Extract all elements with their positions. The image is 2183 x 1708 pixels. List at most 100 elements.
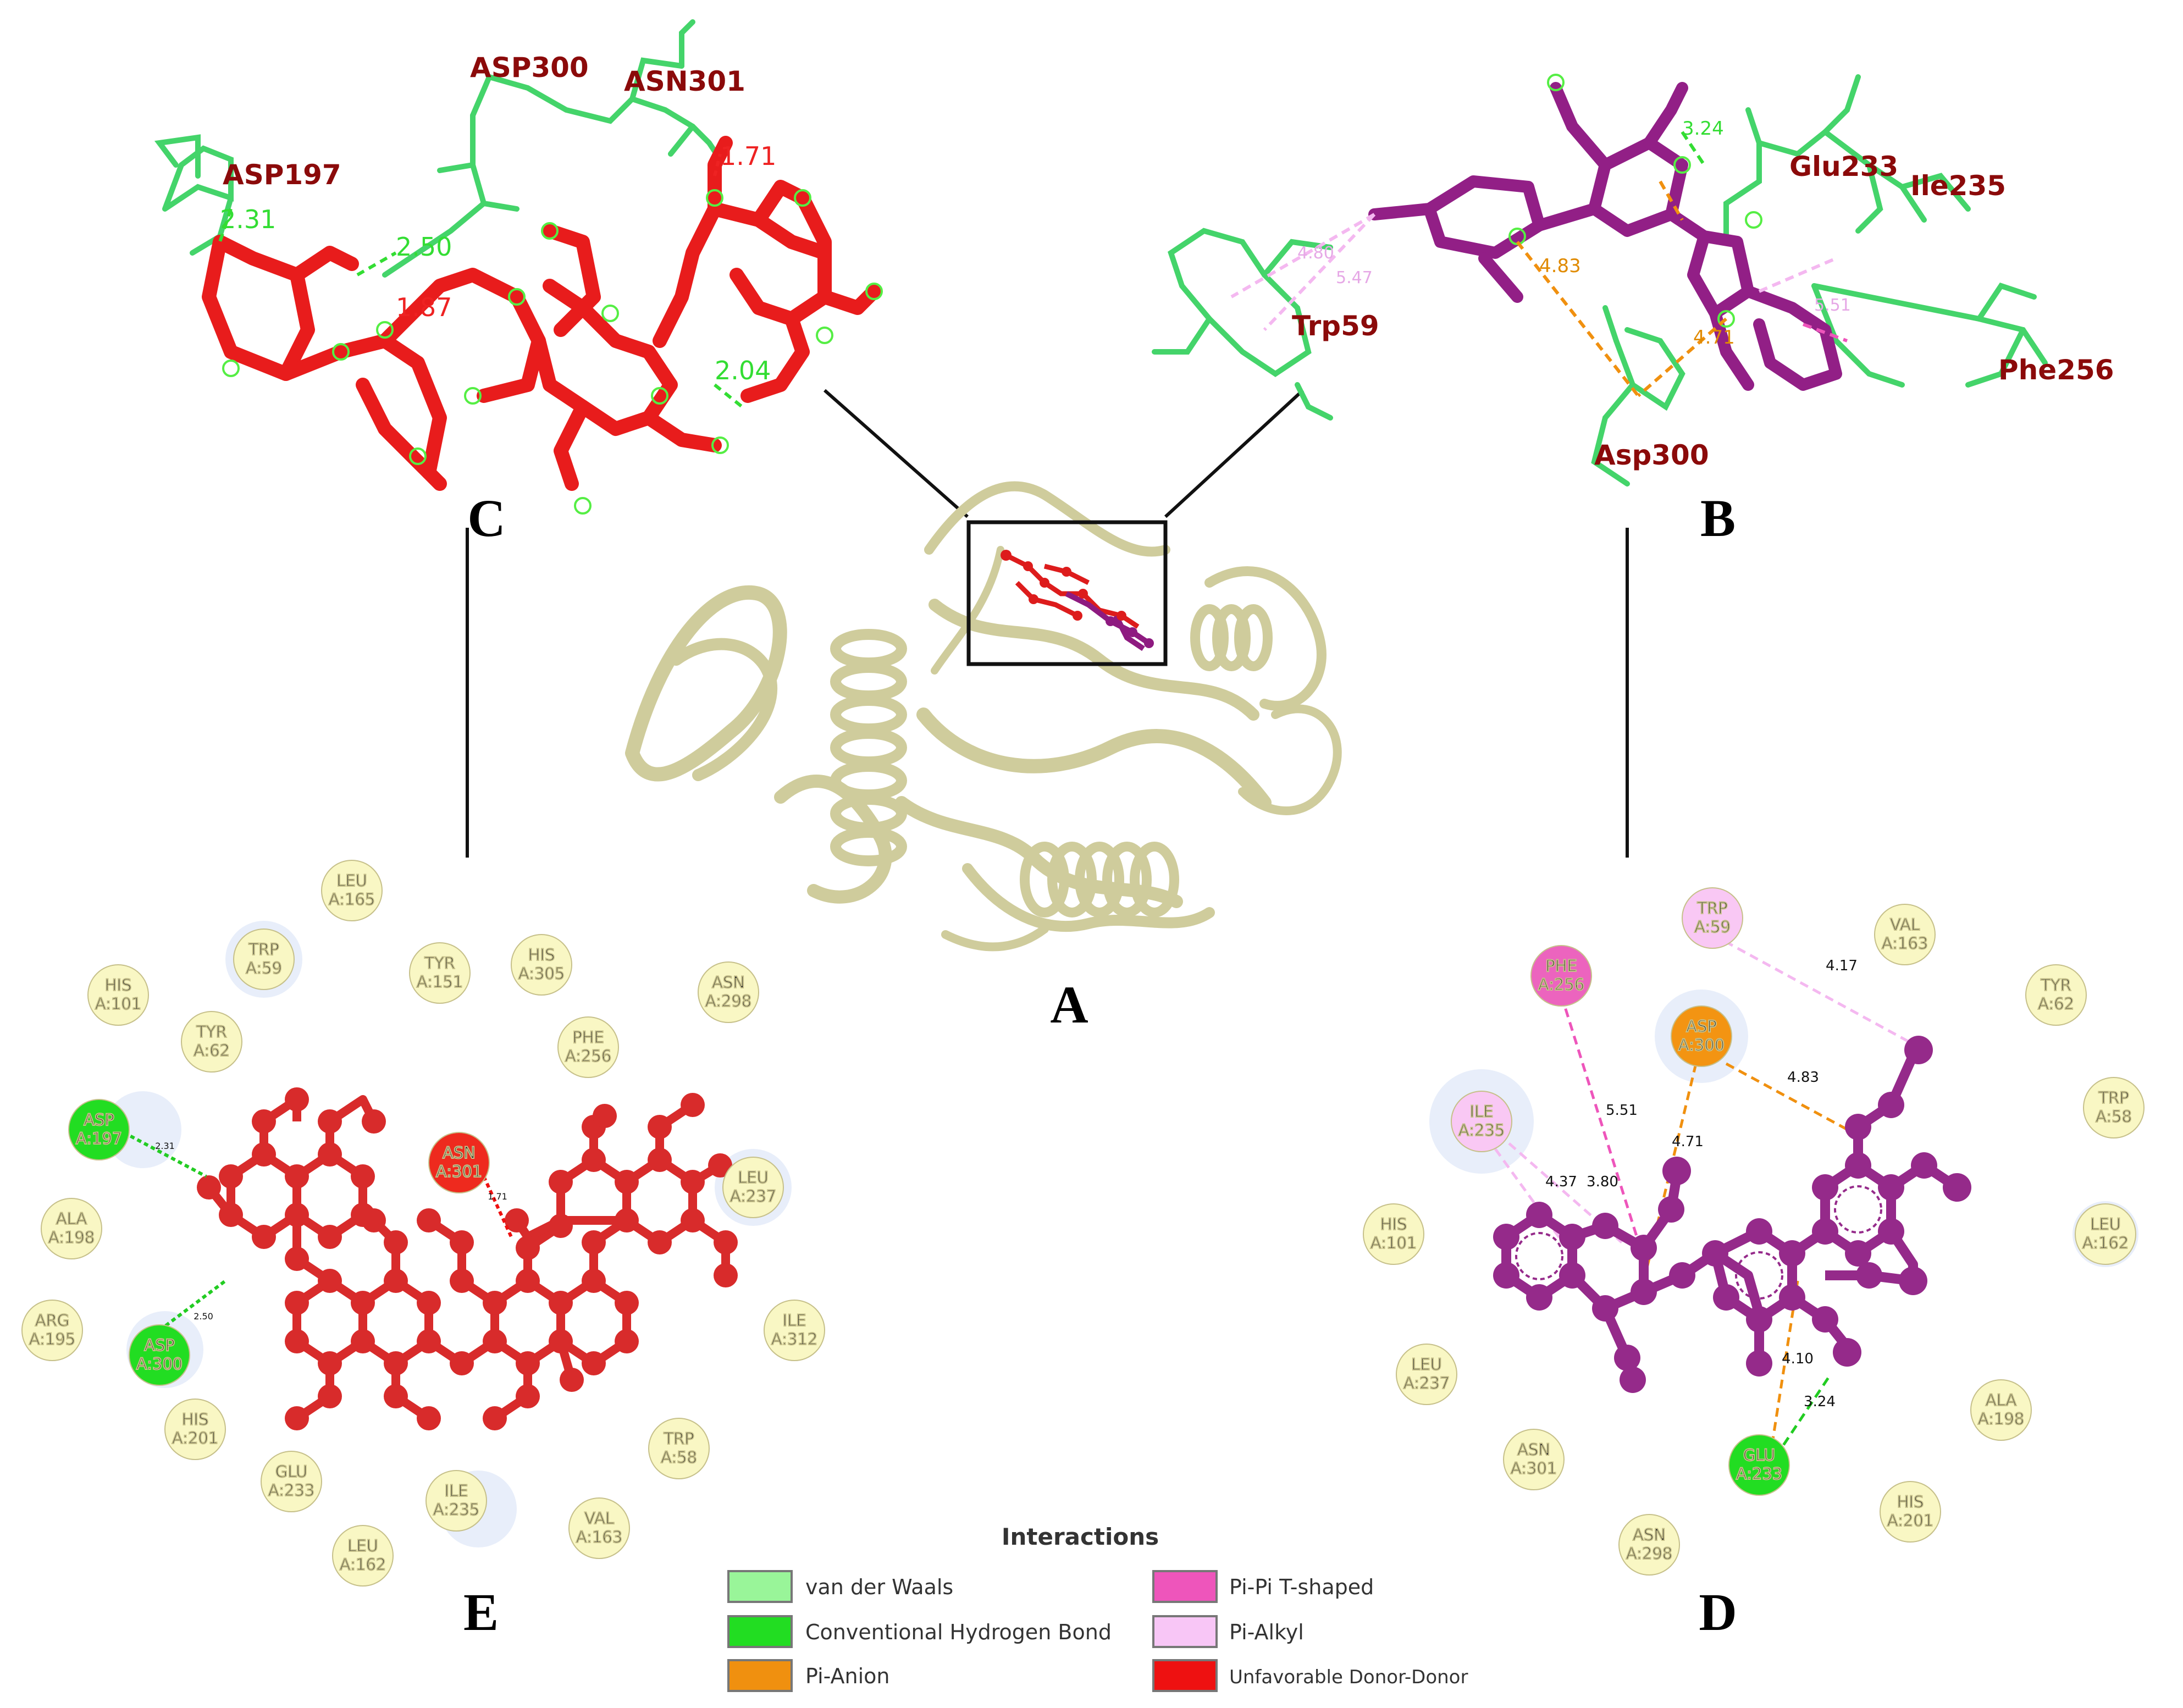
ligand-b-rings — [1508, 74, 1762, 328]
panel-label-a: A — [1050, 975, 1088, 1034]
svg-text:A:300: A:300 — [1678, 1036, 1725, 1054]
svg-text:VAL: VAL — [584, 1509, 614, 1528]
svg-text:A:235: A:235 — [433, 1500, 479, 1519]
residue-label-asn301-3d: ASN301 — [624, 65, 745, 97]
svg-text:A:198: A:198 — [1978, 1409, 2024, 1428]
distance-d-4-71: 4.71 — [1672, 1134, 1704, 1150]
ligands-in-pocket — [1001, 550, 1154, 651]
svg-text:A:62: A:62 — [194, 1041, 230, 1060]
svg-text:ILE: ILE — [444, 1482, 468, 1500]
svg-text:A:198: A:198 — [48, 1228, 95, 1247]
svg-text:A:256: A:256 — [1538, 975, 1584, 994]
distance-d-5-51: 5.51 — [1606, 1102, 1638, 1119]
svg-text:Pi-Anion: Pi-Anion — [805, 1664, 889, 1688]
svg-text:A:195: A:195 — [29, 1330, 75, 1348]
distance-c-1-71: 1.71 — [720, 141, 776, 171]
ligand-d-atoms — [1493, 1036, 1971, 1393]
residue-label-asp300-3d: ASP300 — [470, 52, 589, 84]
interactions-legend: Interactions van der Waals Pi-Pi T-shape… — [727, 1523, 1468, 1692]
svg-text:A:237: A:237 — [730, 1187, 776, 1206]
svg-text:Pi-Alkyl: Pi-Alkyl — [1229, 1620, 1304, 1644]
svg-text:A:201: A:201 — [172, 1429, 218, 1447]
svg-text:ILE: ILE — [1469, 1102, 1493, 1121]
svg-text:A:62: A:62 — [2038, 994, 2074, 1013]
svg-text:ASP: ASP — [144, 1336, 175, 1355]
distance-e-2-31: 2.31 — [155, 1141, 175, 1151]
svg-text:ASN: ASN — [443, 1143, 476, 1162]
distance-c-2-31: 2.31 — [220, 204, 276, 234]
distance-b-4-80: 4.80 — [1297, 244, 1334, 263]
ligand-b-3d — [1368, 82, 1842, 391]
panel-e-interaction-lines — [123, 1131, 513, 1332]
svg-text:A:305: A:305 — [518, 964, 565, 983]
svg-text:ASP: ASP — [1686, 1017, 1717, 1036]
svg-text:A:256: A:256 — [565, 1047, 611, 1065]
svg-text:A:201: A:201 — [1887, 1511, 1933, 1530]
distance-d-4-83: 4.83 — [1787, 1069, 1819, 1086]
legend-item-pi-pi-t-shaped: Pi-Pi T-shaped — [1152, 1570, 1374, 1603]
svg-text:VAL: VAL — [1890, 915, 1920, 934]
connector-lines — [466, 389, 1629, 858]
svg-text:PHE: PHE — [572, 1028, 604, 1047]
svg-text:ALA: ALA — [1986, 1391, 2017, 1409]
residue-label-asp197-3d: ASP197 — [223, 159, 341, 191]
svg-text:ASN: ASN — [1517, 1440, 1550, 1459]
svg-text:GLU: GLU — [275, 1462, 307, 1481]
residue-label-asp300-3d: Asp300 — [1594, 439, 1709, 471]
distance-b-4-71: 4.71 — [1693, 327, 1735, 349]
distance-e-1-71: 1.71 — [488, 1191, 507, 1202]
legend-item-van-der-waals: van der Waals — [727, 1570, 953, 1603]
ligand-c-rings — [222, 189, 883, 515]
panel-c-residue-sticks — [154, 19, 723, 278]
svg-text:A:298: A:298 — [1626, 1544, 1672, 1563]
svg-text:TRP: TRP — [248, 940, 279, 959]
panel-label-c: C — [467, 489, 505, 548]
panel-c-hbond-lines — [218, 208, 743, 408]
panel-label-b: B — [1700, 489, 1736, 548]
distance-d-4-37: 4.37 — [1545, 1174, 1577, 1190]
svg-text:A:301: A:301 — [436, 1162, 482, 1181]
svg-text:A:197: A:197 — [76, 1129, 122, 1148]
distance-d-4-17: 4.17 — [1826, 958, 1858, 974]
residue-label-phe256-3d: Phe256 — [1998, 354, 2114, 386]
svg-text:TYR: TYR — [2040, 976, 2071, 994]
svg-text:Conventional Hydrogen Bond: Conventional Hydrogen Bond — [805, 1620, 1112, 1644]
svg-text:ALA: ALA — [56, 1209, 87, 1228]
svg-text:TRP: TRP — [2098, 1088, 2129, 1107]
distance-d-4-10: 4.10 — [1782, 1351, 1814, 1367]
svg-text:A:165: A:165 — [329, 890, 375, 909]
svg-text:HIS: HIS — [528, 946, 555, 964]
svg-text:HIS: HIS — [182, 1410, 209, 1429]
legend-title: Interactions — [1002, 1523, 1159, 1550]
svg-text:TYR: TYR — [196, 1022, 227, 1041]
svg-text:A:59: A:59 — [246, 959, 282, 977]
svg-text:A:300: A:300 — [136, 1355, 183, 1373]
svg-text:A:233: A:233 — [268, 1481, 314, 1500]
svg-text:A:101: A:101 — [1370, 1234, 1417, 1252]
svg-text:ASN: ASN — [1633, 1525, 1666, 1544]
svg-text:LEU: LEU — [1411, 1355, 1442, 1374]
svg-text:ASN: ASN — [712, 973, 745, 992]
distance-c-1-87: 1.87 — [396, 292, 452, 322]
svg-text:A:162: A:162 — [2082, 1234, 2129, 1252]
residue-label-trp59-3d: Trp59 — [1292, 310, 1379, 342]
svg-text:A:163: A:163 — [1882, 934, 1928, 953]
